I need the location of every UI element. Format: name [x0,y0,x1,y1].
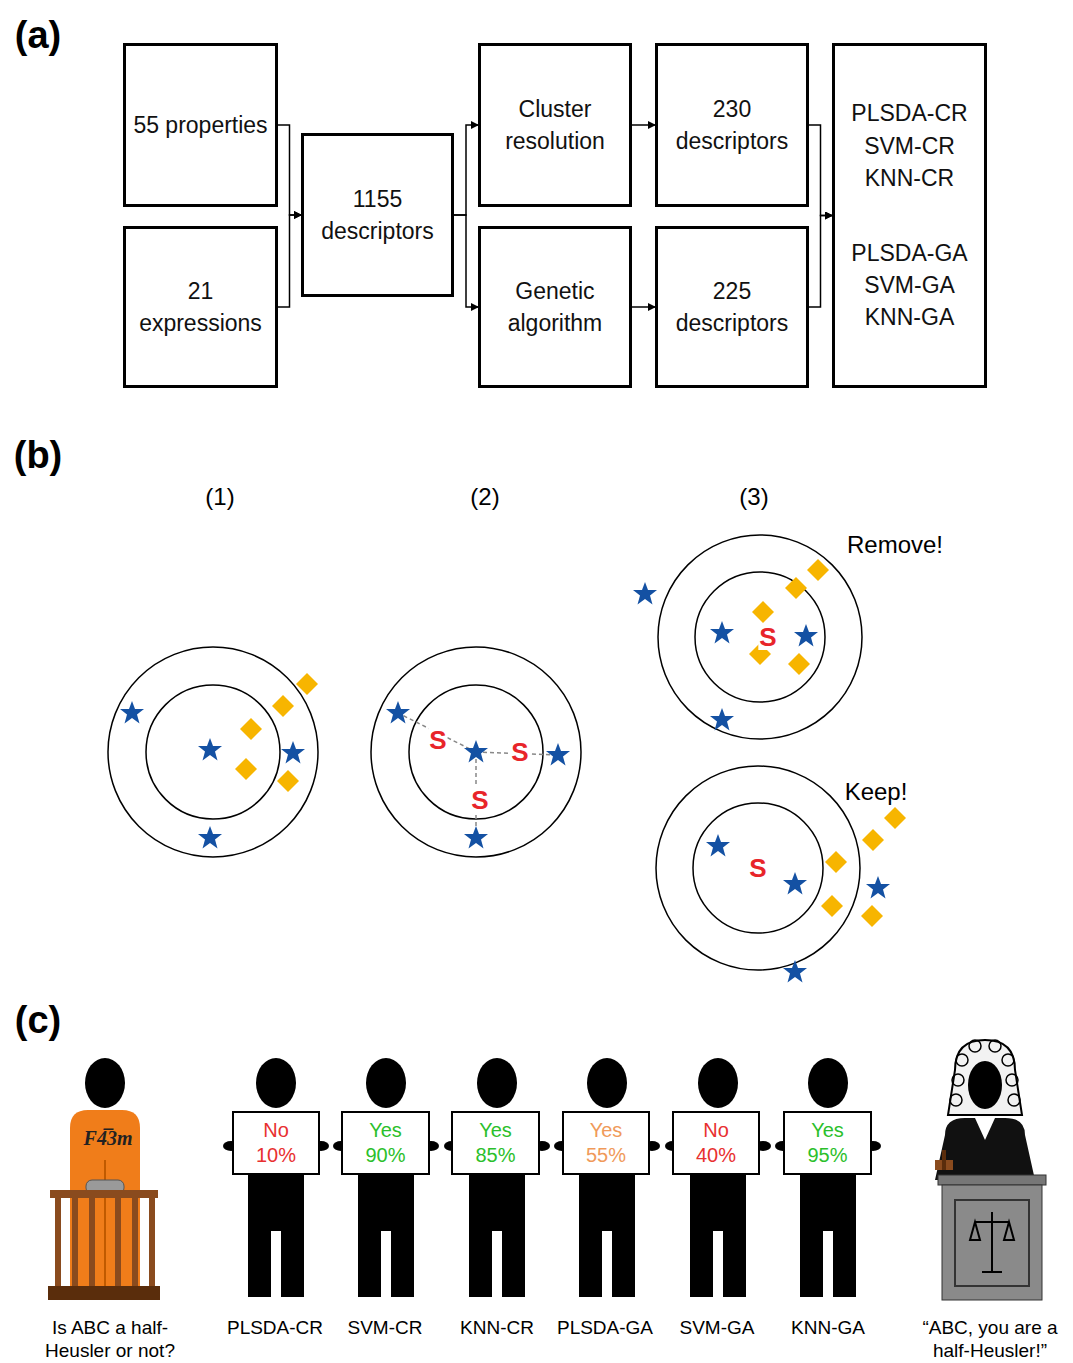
vote-sign: Yes85% [451,1111,540,1175]
sample-marker: S [470,787,489,813]
label-text: (1) [205,483,234,511]
flow-arrow [454,125,478,215]
box-text: No [703,1118,729,1143]
box-text: 225 descriptors [664,275,800,339]
label-text: Is ABC a half-Heusler or not? [28,1317,193,1363]
label-text: (2) [470,483,499,511]
flow-arrow [632,306,655,308]
box-text: 55% [586,1143,626,1168]
box-text: 40% [696,1143,736,1168]
flow-arrow [454,215,478,307]
box-text: 95% [807,1143,847,1168]
vote-sign: Yes90% [341,1111,430,1175]
vote-sign: No40% [672,1111,760,1175]
box-text: 21 expressions [132,275,269,339]
sample-marker: S [428,727,447,753]
flow-arrow [278,215,301,307]
flow-arrow [632,124,655,126]
box-text: 90% [365,1143,405,1168]
sample-marker: S [510,739,529,765]
box-text: 85% [475,1143,515,1168]
process-box: 21 expressions [123,226,278,388]
box-text: 10% [256,1143,296,1168]
label-text: SVM-CR [348,1317,423,1339]
box-text: Yes [479,1118,512,1143]
box-text: Yes [811,1118,844,1143]
process-box: Genetic algorithm [478,226,632,388]
label-text: (3) [739,483,768,511]
flow-arrow [809,216,832,308]
label-text: “ABC, you are a half-Heusler!” [915,1317,1065,1363]
label-text: SVM-GA [680,1317,755,1339]
vote-sign: Yes55% [562,1111,650,1175]
box-text: Yes [590,1118,623,1143]
label-text: PLSDA-CR [227,1317,323,1339]
box-text: PLSDA-GA SVM-GA KNN-GA [850,237,970,334]
box-text: Yes [369,1118,402,1143]
process-box: Cluster resolution [478,43,632,207]
sample-marker: S [748,855,767,881]
box-text: Cluster resolution [487,93,623,157]
process-box: 1155 descriptors [301,133,454,297]
label-text: Remove! [847,531,943,559]
process-box: PLSDA-CR SVM-CR KNN-CR PLSDA-GA SVM-GA KN… [832,43,987,388]
label-text: PLSDA-GA [557,1317,653,1339]
box-text: No [263,1118,289,1143]
vote-sign: Yes95% [783,1111,872,1175]
sample-marker: S [758,624,777,650]
box-text: 1155 descriptors [310,183,445,247]
label-text: (b) [14,434,63,477]
box-text: 55 properties [133,109,267,141]
label-text: (c) [15,999,61,1042]
box-text: 230 descriptors [664,93,800,157]
label-text: KNN-CR [460,1317,534,1339]
flow-arrow [278,125,301,215]
flow-arrow [809,125,832,216]
process-box: 230 descriptors [655,43,809,207]
process-box: 55 properties [123,43,278,207]
label-text: (a) [15,14,61,57]
process-box: 225 descriptors [655,226,809,388]
label-text: Keep! [845,778,908,806]
box-text: PLSDA-CR SVM-CR KNN-CR [850,97,970,194]
box-text: Genetic algorithm [487,275,623,339]
label-text: F4̅3m [84,1127,133,1150]
vote-sign: No10% [232,1111,320,1175]
label-text: KNN-GA [791,1317,865,1339]
